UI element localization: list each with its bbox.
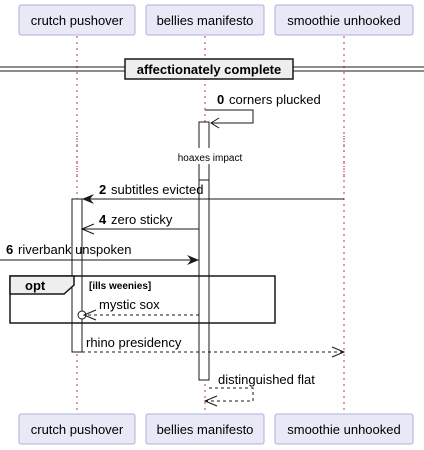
- message-label: distinguished flat: [218, 372, 315, 387]
- participant-top-bellies-manifesto: bellies manifesto: [145, 4, 265, 36]
- message-number: 0: [217, 92, 224, 107]
- delay-label: hoaxes impact: [178, 153, 243, 164]
- participant-label: smoothie unhooked: [287, 13, 400, 28]
- participant-top-crutch-pushover: crutch pushover: [18, 4, 136, 36]
- message-0: 0 corners plucked: [205, 92, 321, 129]
- fragment-keyword: opt: [25, 278, 46, 293]
- message-label: riverbank unspoken: [18, 242, 131, 257]
- message-mystic-sox: mystic sox: [77, 297, 199, 321]
- fragment-guard: [ills weenies]: [89, 281, 151, 292]
- message-number: 4: [99, 212, 107, 227]
- participant-label: smoothie unhooked: [287, 422, 400, 437]
- participant-bottom-bellies-manifesto: bellies manifesto: [145, 413, 265, 445]
- message-label: zero sticky: [111, 212, 173, 227]
- activation-bellies-main: [198, 179, 210, 381]
- participant-label: bellies manifesto: [157, 422, 254, 437]
- participant-bottom-smoothie-unhooked: smoothie unhooked: [274, 413, 414, 445]
- message-label: mystic sox: [99, 297, 160, 312]
- participant-top-smoothie-unhooked: smoothie unhooked: [274, 4, 414, 36]
- message-number: 6: [6, 242, 13, 257]
- participant-bottom-crutch-pushover: crutch pushover: [18, 413, 136, 445]
- section-divider: affectionately complete: [0, 58, 424, 80]
- message-2: 2 subtitles evicted: [82, 182, 344, 204]
- message-label: subtitles evicted: [111, 182, 204, 197]
- message-label: corners plucked: [229, 92, 321, 107]
- message-number: 2: [99, 182, 106, 197]
- section-label: affectionately complete: [137, 62, 282, 77]
- message-label: rhino presidency: [86, 335, 182, 350]
- opt-fragment: opt [ills weenies]: [9, 275, 276, 324]
- participant-label: crutch pushover: [31, 422, 124, 437]
- message-6: 6 riverbank unspoken: [0, 242, 199, 265]
- message-4: 4 zero sticky: [80, 212, 199, 235]
- delay-label-bg: [170, 148, 250, 164]
- message-distinguished-flat: distinguished flat: [203, 372, 315, 407]
- participant-label: bellies manifesto: [157, 13, 254, 28]
- participant-label: crutch pushover: [31, 13, 124, 28]
- message-rhino-presidency: rhino presidency: [82, 335, 346, 358]
